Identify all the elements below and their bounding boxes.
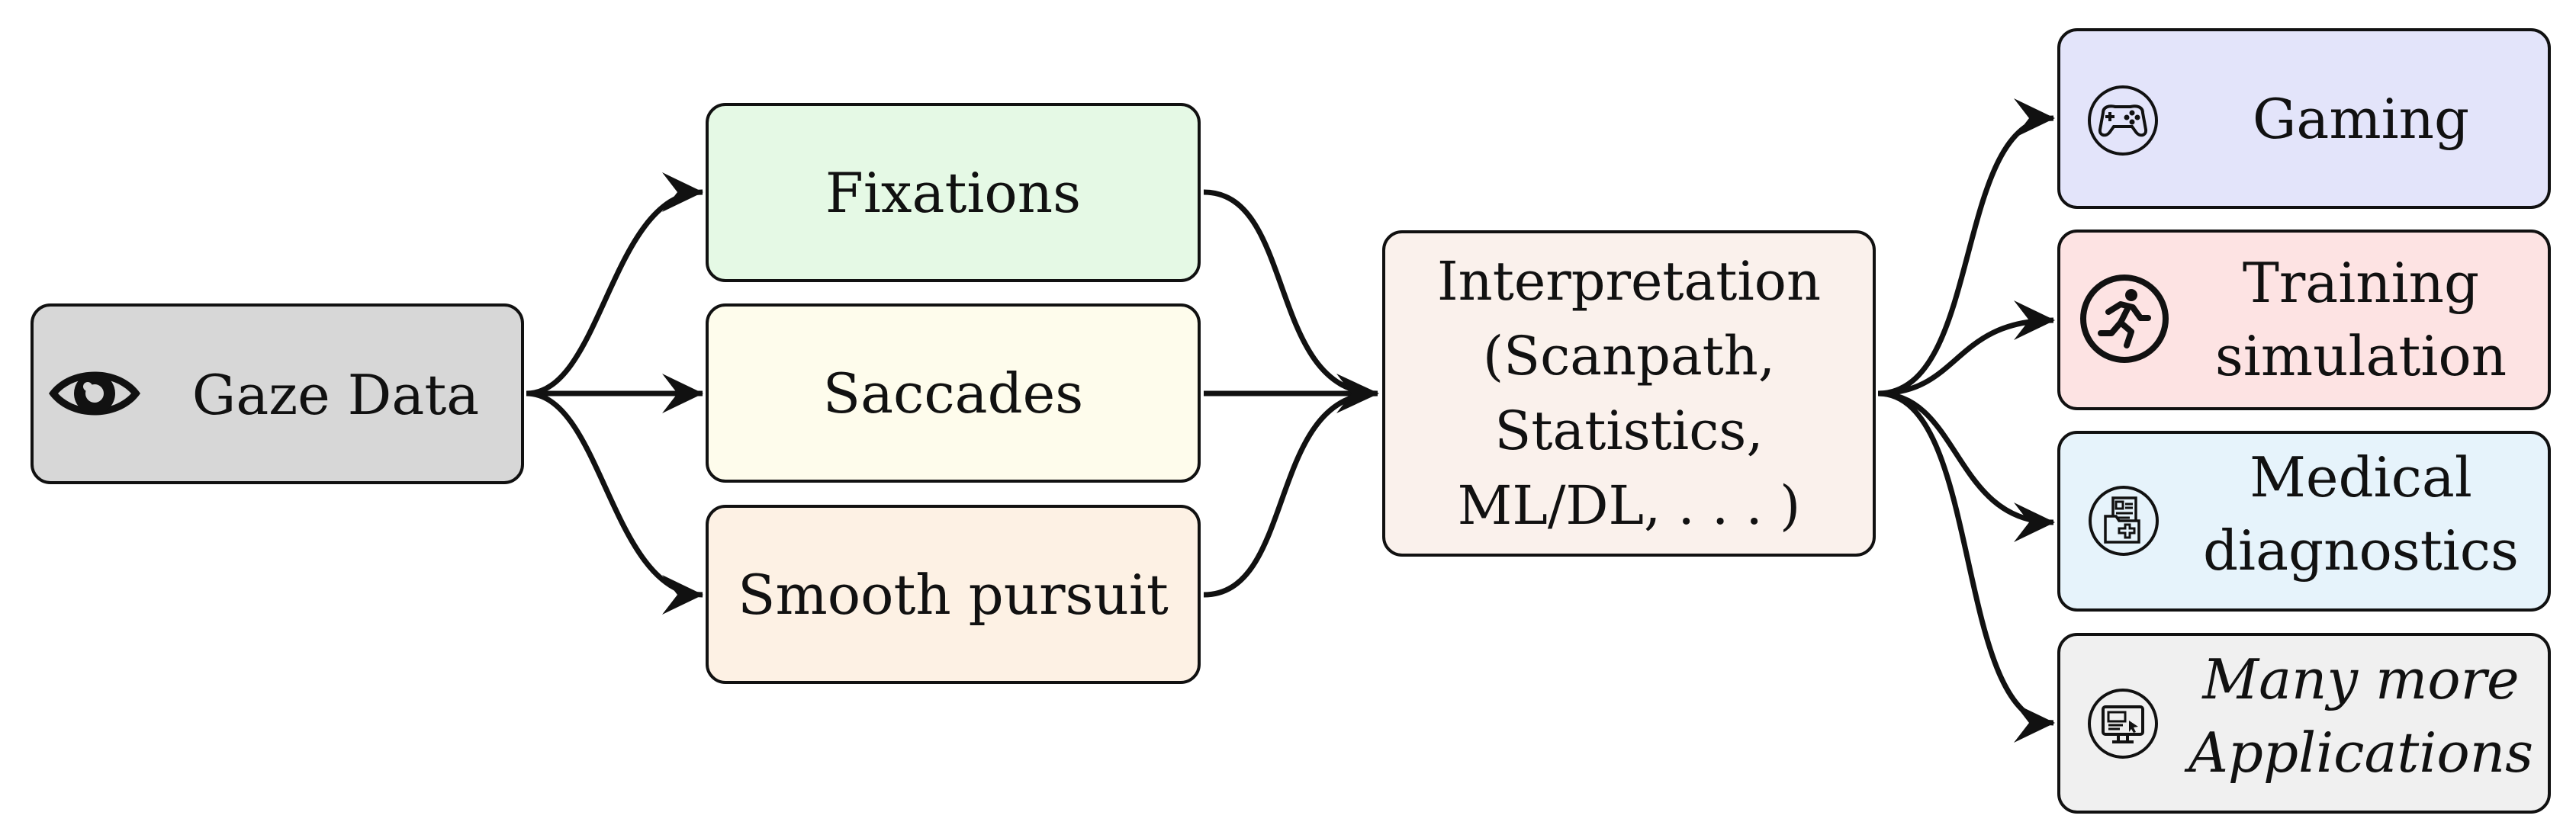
fixations-node: Fixations xyxy=(706,103,1201,282)
smooth-pursuit-node: Smooth pursuit xyxy=(706,505,1201,684)
interpretation-label: Interpretation (Scanpath, Statistics, ML… xyxy=(1437,244,1821,543)
arrowhead-many-more xyxy=(2014,703,2055,743)
edge-gaze-to-smooth-pursuit xyxy=(526,390,703,598)
training-simulation-label: Training simulation xyxy=(2182,246,2540,393)
edge-smooth-pursuit-to-interpretation xyxy=(1203,390,1378,598)
edge-gaze-to-fixations xyxy=(526,189,703,397)
saccades-label: Saccades xyxy=(822,361,1084,425)
gaze-data-label: Gaze Data xyxy=(191,363,480,427)
interpretation-line-4: ML/DL, . . . ) xyxy=(1457,474,1801,537)
interpretation-node: Interpretation (Scanpath, Statistics, ML… xyxy=(1382,230,1876,557)
arrowhead-fixations xyxy=(662,172,703,212)
edge-interpretation-to-training xyxy=(1877,317,2054,397)
smooth-pursuit-label: Smooth pursuit xyxy=(738,562,1169,627)
many-more-applications-label: Many more Applications xyxy=(2182,643,2540,789)
gamepad-icon xyxy=(2088,85,2158,156)
edge-fixations-to-interpretation xyxy=(1203,189,1378,397)
arrowhead-smooth-pursuit xyxy=(662,575,703,615)
fixations-label: Fixations xyxy=(825,160,1082,225)
runner-icon xyxy=(2080,275,2169,363)
arrowhead-training xyxy=(2014,300,2055,340)
training-line-2: simulation xyxy=(2214,324,2507,388)
eye-icon xyxy=(49,371,140,416)
many-more-applications-node xyxy=(2057,633,2551,814)
medical-diagnostics-label: Medical diagnostics xyxy=(2182,441,2540,587)
interpretation-line-2: (Scanpath, xyxy=(1482,325,1776,387)
arrowhead-interpretation xyxy=(1336,374,1379,413)
medical-line-1: Medical xyxy=(2250,445,2472,509)
medical-line-2: diagnostics xyxy=(2202,519,2520,583)
monitor-icon xyxy=(2088,689,2158,759)
edge-interpretation-to-many-more xyxy=(1877,390,2054,726)
gaming-line-1: Gaming xyxy=(2252,87,2470,151)
saccades-node: Saccades xyxy=(706,303,1201,483)
many-more-line-2: Applications xyxy=(2188,721,2534,785)
medical-records-icon xyxy=(2089,486,2159,556)
many-more-line-1: Many more xyxy=(2202,647,2520,711)
interpretation-line-3: Statistics, xyxy=(1494,400,1764,462)
arrowhead-gaming xyxy=(2014,98,2055,138)
training-line-1: Training xyxy=(2242,251,2480,315)
edge-interpretation-to-medical xyxy=(1877,390,2054,525)
gaze-data-node xyxy=(31,303,524,484)
interpretation-line-1: Interpretation xyxy=(1436,250,1822,313)
arrowhead-medical xyxy=(2014,502,2055,542)
gaming-label: Gaming xyxy=(2182,82,2540,156)
arrowhead-saccades xyxy=(662,374,703,413)
